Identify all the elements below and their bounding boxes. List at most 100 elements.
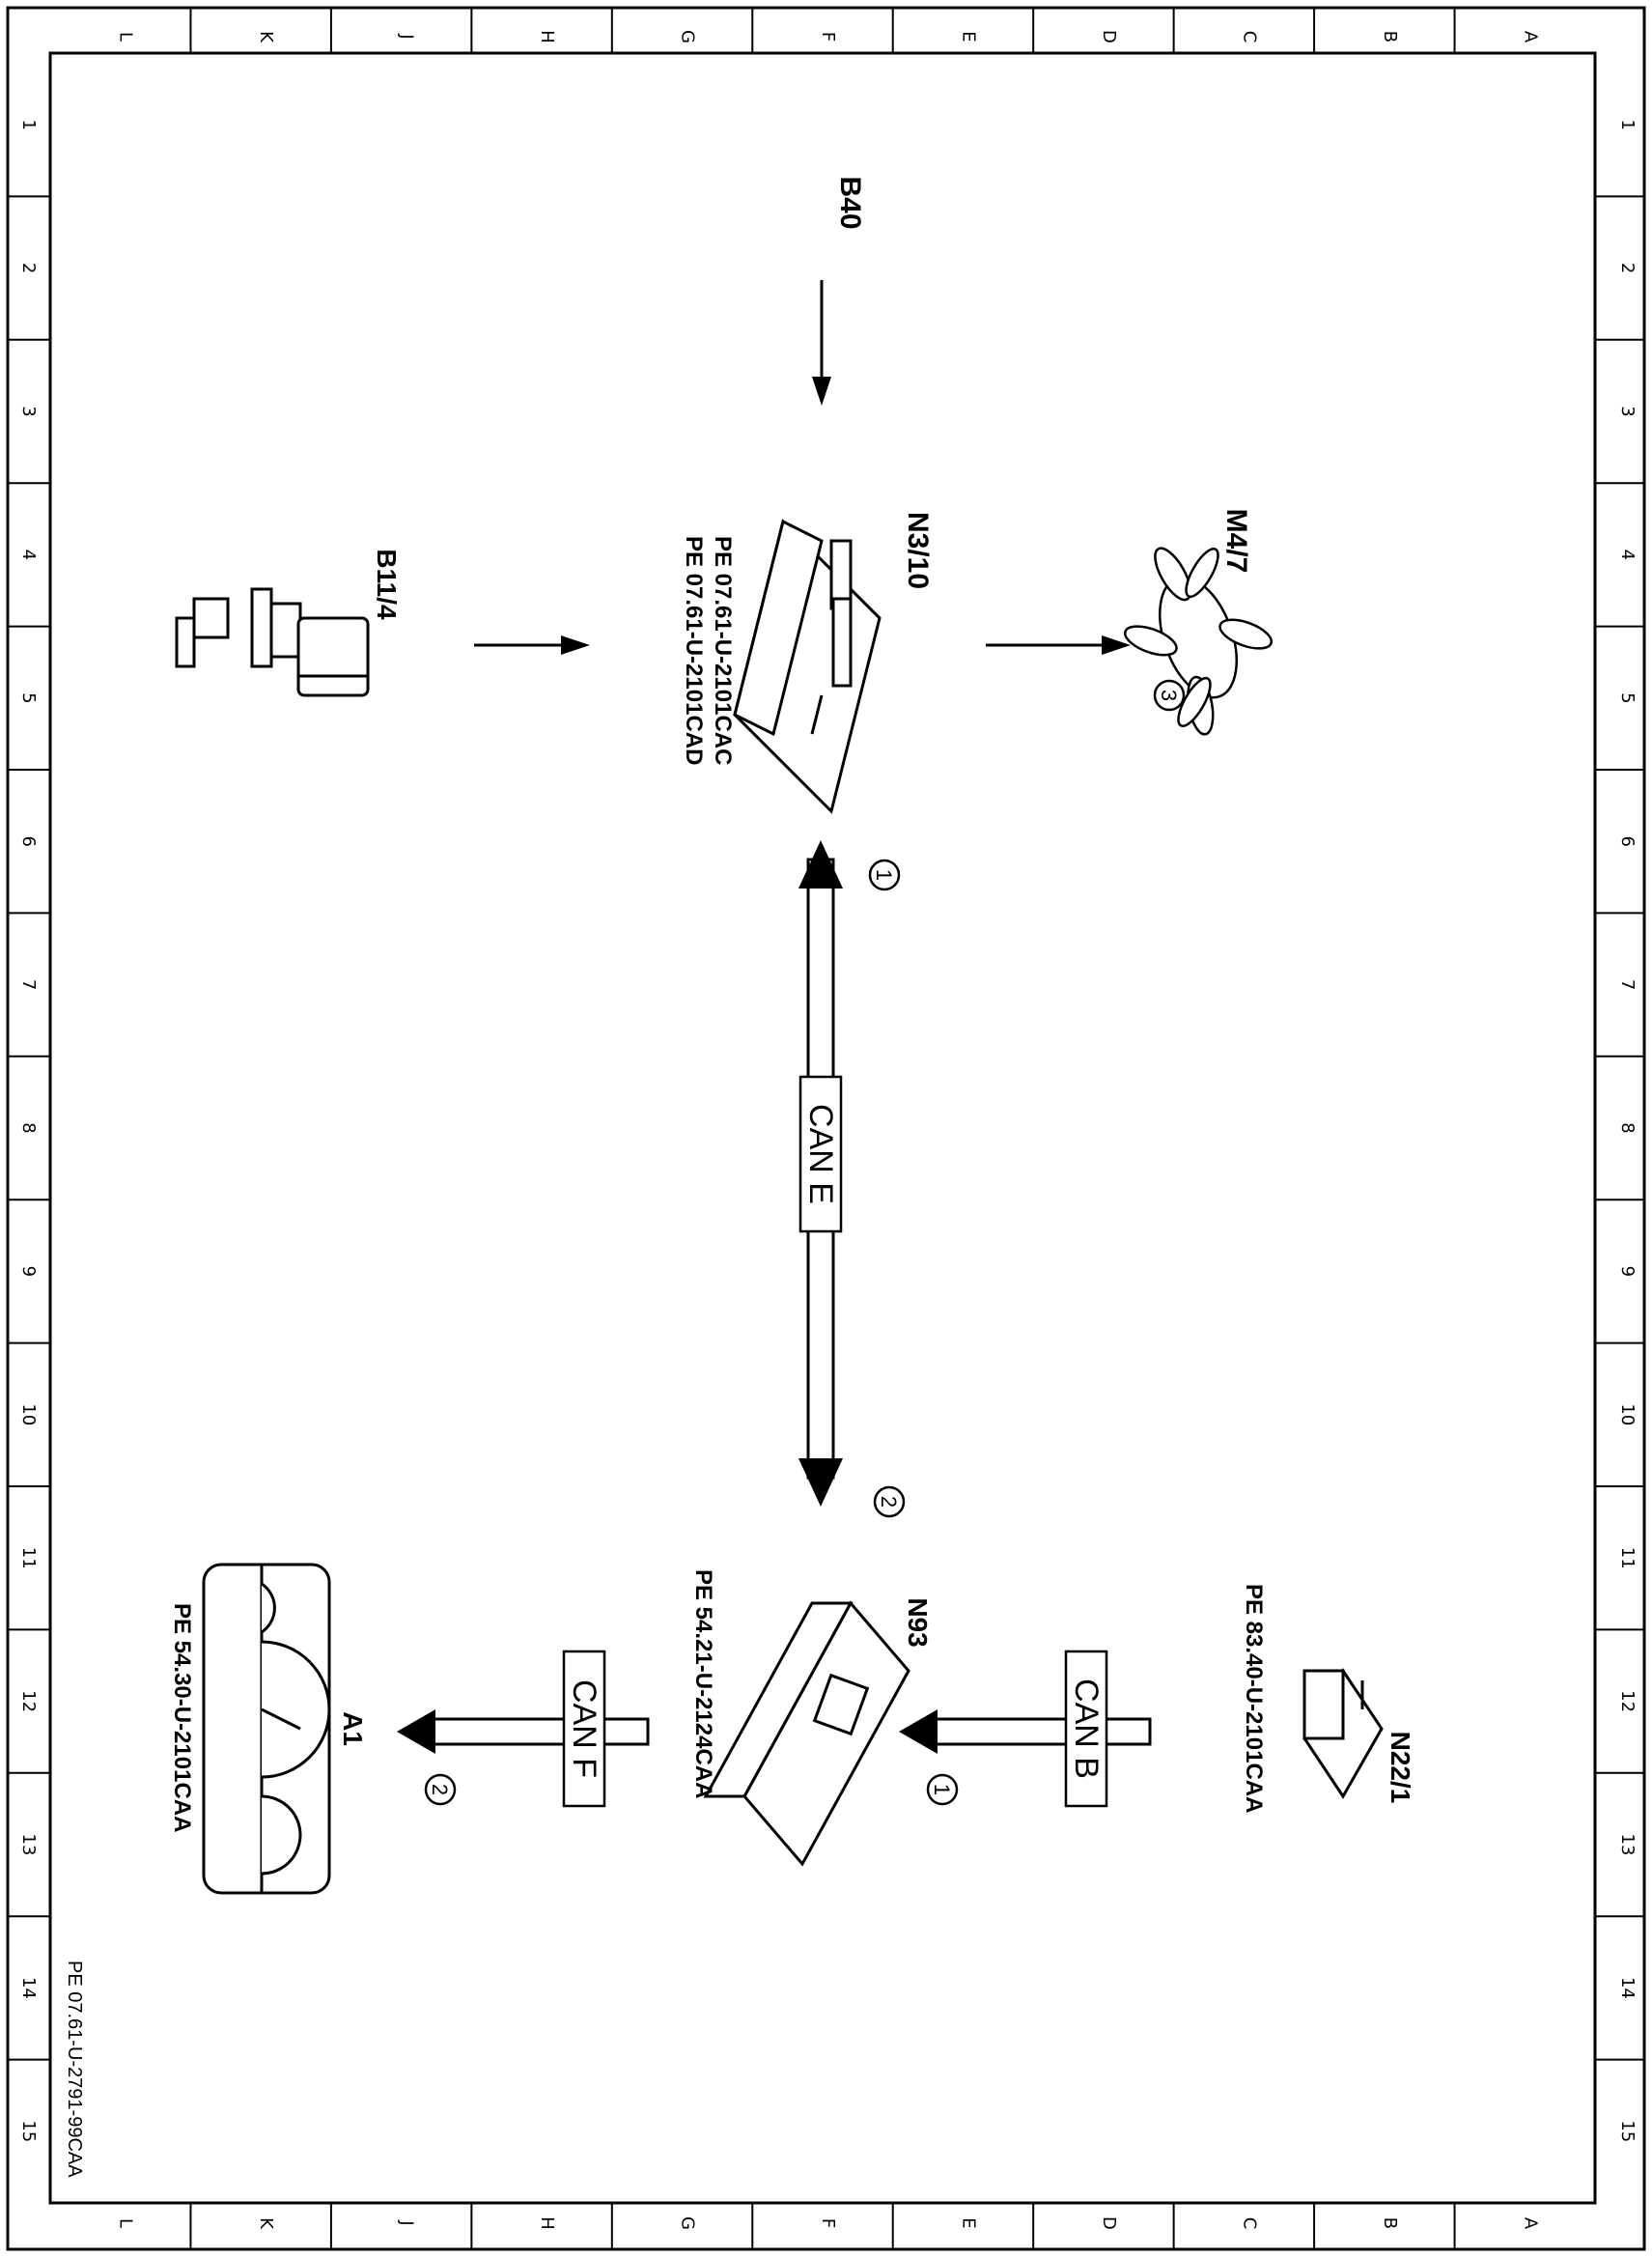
outer-frame: [6, 6, 1646, 2251]
callout-1-can-b-text: 1: [930, 1784, 954, 1795]
grid-number-right: 14: [1617, 1977, 1638, 1999]
can-b-arrow-head: [899, 1709, 938, 1754]
callout-2-can-e-text: 2: [877, 1496, 901, 1508]
schematic: B40 B11/4 N3/10 PE 07.61-U-2101CAC PE 07…: [64, 176, 1415, 2178]
label-b11-4: B11/4: [372, 549, 402, 620]
callout-2-can-e: [873, 1485, 906, 1518]
can-e-arrow-down: [798, 1458, 843, 1507]
grid-letter-bottom: K: [256, 2217, 276, 2230]
grid-number-left: 13: [18, 1834, 39, 1856]
grid-number-right: 10: [1617, 1403, 1638, 1425]
grid-number-left: 6: [18, 835, 39, 846]
grid-number-left: 5: [18, 692, 39, 703]
grid-letter-top: A: [1520, 31, 1540, 43]
ref-n3-10-a: PE 07.61-U-2101CAC: [710, 536, 736, 765]
grid-letter-bottom: J: [397, 2219, 417, 2225]
grid-letter-bottom: C: [1239, 2217, 1259, 2230]
grid-number-right: 9: [1617, 1266, 1638, 1277]
grid-number-right: 15: [1617, 2120, 1638, 2142]
grid-letter-top: D: [1099, 30, 1119, 43]
grid-number-right: 4: [1617, 550, 1638, 560]
grid-number-right: 3: [1617, 406, 1638, 416]
grid-letter-bottom: B: [1380, 2217, 1400, 2229]
can-e-arrow-up: [798, 840, 843, 889]
instrument-cluster-a1-icon: [202, 1563, 331, 1895]
label-n93: N93: [903, 1597, 933, 1647]
grid-number-left: 14: [18, 1977, 39, 1999]
grid-number-right: 13: [1617, 1834, 1638, 1856]
grid-number-left: 4: [18, 550, 39, 560]
label-n22-1: N22/1: [1386, 1732, 1415, 1804]
grid-number-left: 12: [18, 1690, 39, 1712]
b11-4-arrow-head: [561, 635, 590, 655]
ref-n22-1: PE 83.40-U-2101CAA: [1241, 1584, 1267, 1813]
b40-arrow-head: [812, 377, 831, 406]
grid-letter-bottom: H: [537, 2216, 557, 2230]
can-f-bus: [424, 1717, 650, 1746]
grid-letter-top: G: [678, 30, 698, 43]
ref-n3-10-b: PE 07.61-U-2101CAD: [681, 536, 707, 765]
grid-letter-top: J: [397, 33, 417, 39]
sensor-b11-4-icon: [175, 587, 370, 697]
can-b-label-box: [1064, 1650, 1108, 1808]
grid-number-left: 2: [18, 263, 39, 273]
grid-number-left: 7: [18, 979, 39, 990]
label-b40: B40: [834, 176, 866, 229]
grid-letter-bottom: A: [1520, 2217, 1540, 2230]
callout-3: [1153, 679, 1186, 712]
label-n3-10: N3/10: [902, 512, 934, 589]
grid-number-right: 7: [1617, 979, 1638, 990]
ref-a1: PE 54.30-U-2101CAA: [169, 1603, 195, 1832]
grid-number-left: 9: [18, 1266, 39, 1277]
grid-number-right: 2: [1617, 263, 1638, 273]
module-n22-1-icon: [1302, 1668, 1384, 1799]
callout-1-can-e-text: 1: [872, 869, 896, 881]
grid-number-left: 11: [18, 1547, 39, 1569]
grid-number-right: 8: [1617, 1122, 1638, 1133]
can-b-bus: [926, 1717, 1152, 1746]
grid-letter-top: F: [818, 32, 838, 42]
grid-number-left: 1: [18, 119, 39, 129]
callout-1-can-b: [926, 1773, 959, 1806]
callout-2-can-f: [424, 1773, 457, 1806]
can-b-label: CAN B: [1068, 1679, 1105, 1779]
can-f-arrow-head: [397, 1709, 435, 1754]
inner-frame: [48, 51, 1597, 2205]
grid-letter-bottom: F: [818, 2218, 838, 2228]
grid-letter-bottom: L: [116, 2218, 136, 2228]
drawing-ref: PE 07.61-U-2791-99CAA: [64, 1961, 85, 2178]
can-f-label-box: [562, 1650, 606, 1808]
ref-n93: PE 54.21-U-2124CAA: [690, 1569, 716, 1798]
grid-letter-bottom: G: [678, 2216, 698, 2230]
callout-3-text: 3: [1157, 690, 1181, 701]
can-f-label: CAN F: [566, 1679, 602, 1778]
grid-number-right: 11: [1617, 1547, 1638, 1569]
module-n93-icon: [703, 1600, 910, 1867]
grid-number-left: 15: [18, 2120, 39, 2142]
label-m4-7: M4/7: [1220, 509, 1252, 574]
control-unit-n3-10-icon: [733, 519, 882, 814]
grid-letter-top: L: [116, 32, 136, 42]
grid-letter-bottom: D: [1099, 2216, 1119, 2230]
grid-letter-top: B: [1380, 31, 1400, 42]
can-e-label: CAN E: [802, 1104, 839, 1204]
m4-7-arrow-head: [1102, 635, 1131, 655]
callout-1-can-e: [868, 859, 901, 891]
grid-letter-top: H: [537, 30, 557, 43]
label-a1: A1: [338, 1711, 368, 1746]
grid-number-right: 5: [1617, 692, 1638, 703]
callout-2-can-f-text: 2: [428, 1784, 452, 1795]
grid-number-left: 10: [18, 1403, 39, 1425]
grid-letter-top: E: [958, 31, 978, 42]
grid-number-right: 1: [1617, 119, 1638, 129]
grid-letter-top: K: [256, 31, 276, 43]
grid-letter-bottom: E: [958, 2217, 978, 2228]
grid-letter-top: C: [1239, 31, 1259, 43]
grid-number-right: 6: [1617, 835, 1638, 846]
fan-m4-7-icon: [1123, 547, 1274, 736]
grid-number-left: 8: [18, 1122, 39, 1133]
grid-number-right: 12: [1617, 1690, 1638, 1712]
can-e-label-box: [798, 1075, 843, 1233]
